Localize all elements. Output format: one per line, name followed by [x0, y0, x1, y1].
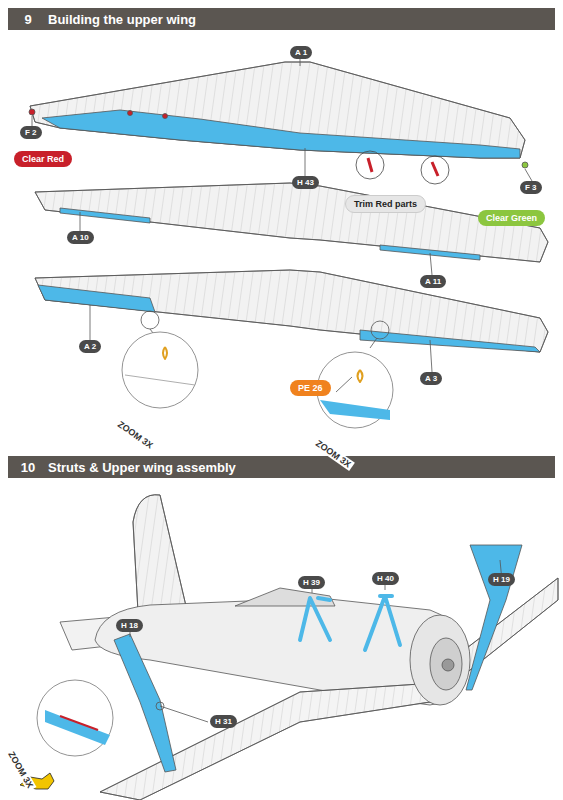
part-callout: A 1 [290, 46, 312, 59]
part-callout: H 40 [372, 572, 399, 585]
note-pill: PE 26 [290, 380, 331, 396]
part-callout: A 11 [420, 275, 446, 288]
part-callout: H 18 [116, 619, 143, 632]
step-text: Trim Red parts [354, 199, 417, 209]
step-text: Building the upper wing [48, 12, 196, 27]
note-pill: Clear Red [14, 151, 72, 167]
step-number: 10 [8, 460, 48, 475]
part-callout: A 2 [79, 340, 101, 353]
part-callout: F 3 [520, 181, 542, 194]
part-callout: H 31 [210, 715, 237, 728]
part-callout: H 39 [298, 576, 325, 589]
note-pill: Trim Red parts [345, 195, 426, 213]
section-header: 10Struts & Upper wing assembly [8, 456, 555, 478]
part-callout: A 10 [67, 231, 94, 244]
part-callout: H 19 [488, 573, 515, 586]
zoom-note: ZOOM 3X [114, 418, 156, 452]
note-pill: Clear Green [478, 210, 545, 226]
step-number: 9 [8, 12, 48, 27]
step-text: Clear Red [22, 154, 64, 164]
step-text: Clear Green [486, 213, 537, 223]
part-callout: A 3 [420, 372, 442, 385]
part-callout: F 2 [20, 126, 42, 139]
section-header: 9Building the upper wing [8, 8, 555, 30]
part-callout: H 43 [292, 176, 319, 189]
step-text: Struts & Upper wing assembly [48, 460, 236, 475]
step-text: PE 26 [298, 383, 323, 393]
